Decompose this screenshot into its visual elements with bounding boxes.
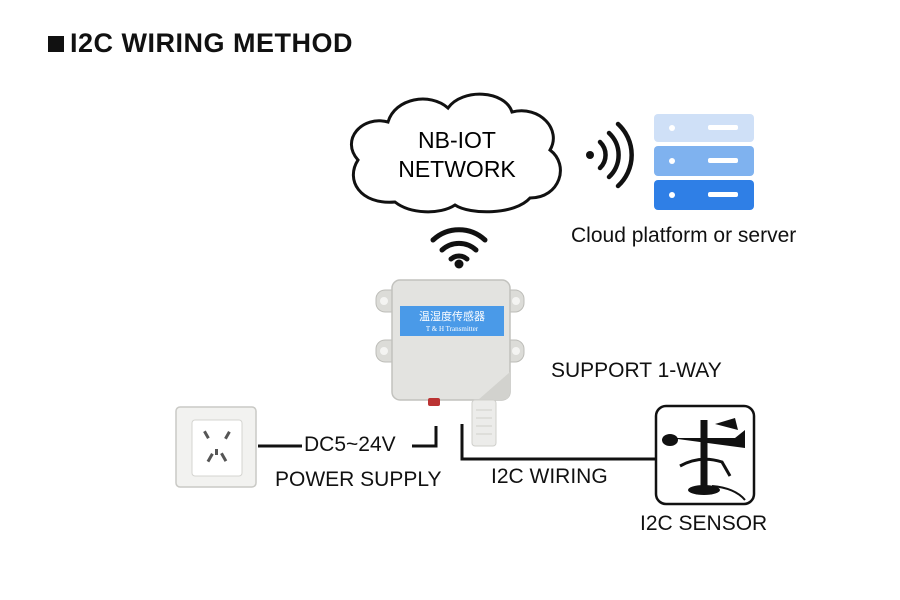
- title-text: I2C WIRING METHOD: [70, 28, 353, 58]
- nb-iot-cloud: NB-IOT NETWORK: [350, 92, 562, 214]
- cloud-line2: NETWORK: [398, 156, 516, 182]
- page-title: I2C WIRING METHOD: [48, 28, 353, 59]
- server-caption: Cloud platform or server: [571, 224, 797, 247]
- voltage-label: DC5~24V: [304, 433, 396, 456]
- cloud-line1: NB-IOT: [418, 127, 496, 153]
- wifi-signal-icon: [430, 227, 488, 269]
- i2c-wiring-label: I2C WIRING: [491, 465, 608, 488]
- anemometer-icon: [654, 404, 756, 506]
- wiring-lines: [258, 424, 656, 461]
- broadcast-signal-icon: [586, 121, 634, 189]
- i2c-sensor-label: I2C SENSOR: [640, 512, 768, 535]
- device-label-cn: 温湿度传感器: [419, 309, 485, 323]
- server-stack-icon: [654, 114, 754, 210]
- device-label-en: T & H Transmitter: [426, 325, 479, 333]
- title-bullet: [48, 35, 64, 52]
- device-transmitter: 温湿度传感器 T & H Transmitter: [375, 279, 525, 447]
- power-socket-icon: [175, 406, 257, 488]
- power-supply-label: POWER SUPPLY: [275, 468, 442, 491]
- support-label: SUPPORT 1-WAY: [551, 359, 722, 382]
